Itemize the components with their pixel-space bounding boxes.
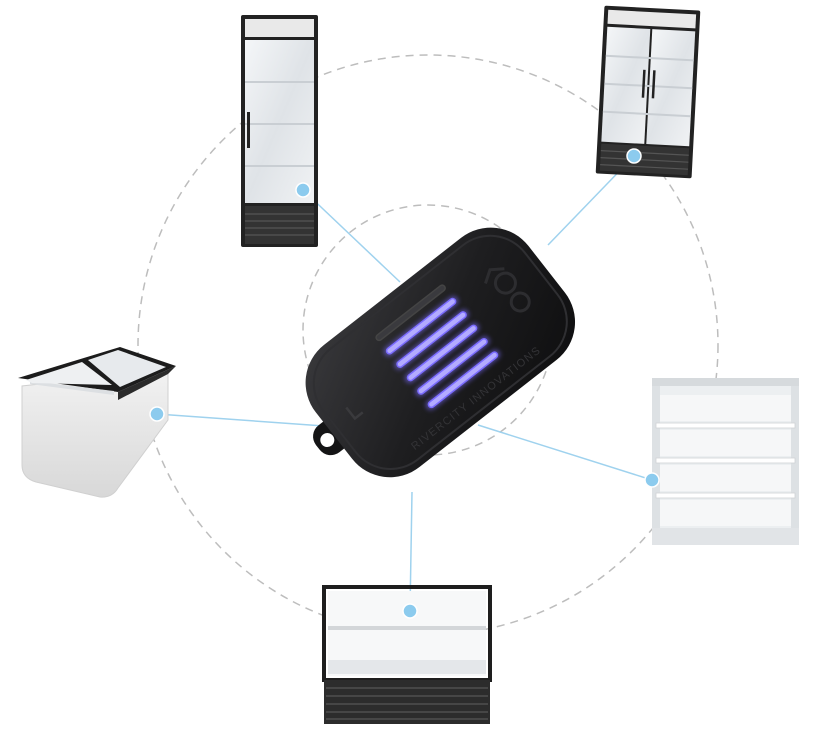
chest-freezer-icon xyxy=(18,347,176,498)
led-bar xyxy=(406,324,478,382)
connection-node-open-shelf-cooler xyxy=(644,472,660,488)
connection-node-single-door-fridge xyxy=(295,182,311,198)
connector-line-open-shelf-cooler xyxy=(477,424,653,481)
double-door-fridge-icon xyxy=(595,5,701,179)
led-bar xyxy=(417,337,488,395)
connector-line-single-door-fridge xyxy=(302,189,401,283)
led-bar xyxy=(375,284,446,342)
led-indicator-bars xyxy=(375,284,501,410)
connection-node-display-case xyxy=(402,603,418,619)
led-bar xyxy=(427,351,499,409)
sensor-device: RIVERCITY INNOVATIONS xyxy=(305,227,576,478)
connection-node-double-door-fridge xyxy=(626,148,642,164)
led-bar xyxy=(396,311,467,368)
single-door-fridge-icon xyxy=(241,15,318,247)
brand-logo-icon xyxy=(484,267,531,313)
connector-line-chest-freezer xyxy=(156,413,325,427)
connection-nodes xyxy=(149,148,660,619)
connection-node-chest-freezer xyxy=(149,406,165,422)
open-shelf-cooler-icon xyxy=(652,378,799,545)
connector-lines xyxy=(156,155,653,612)
led-bar xyxy=(385,297,457,355)
